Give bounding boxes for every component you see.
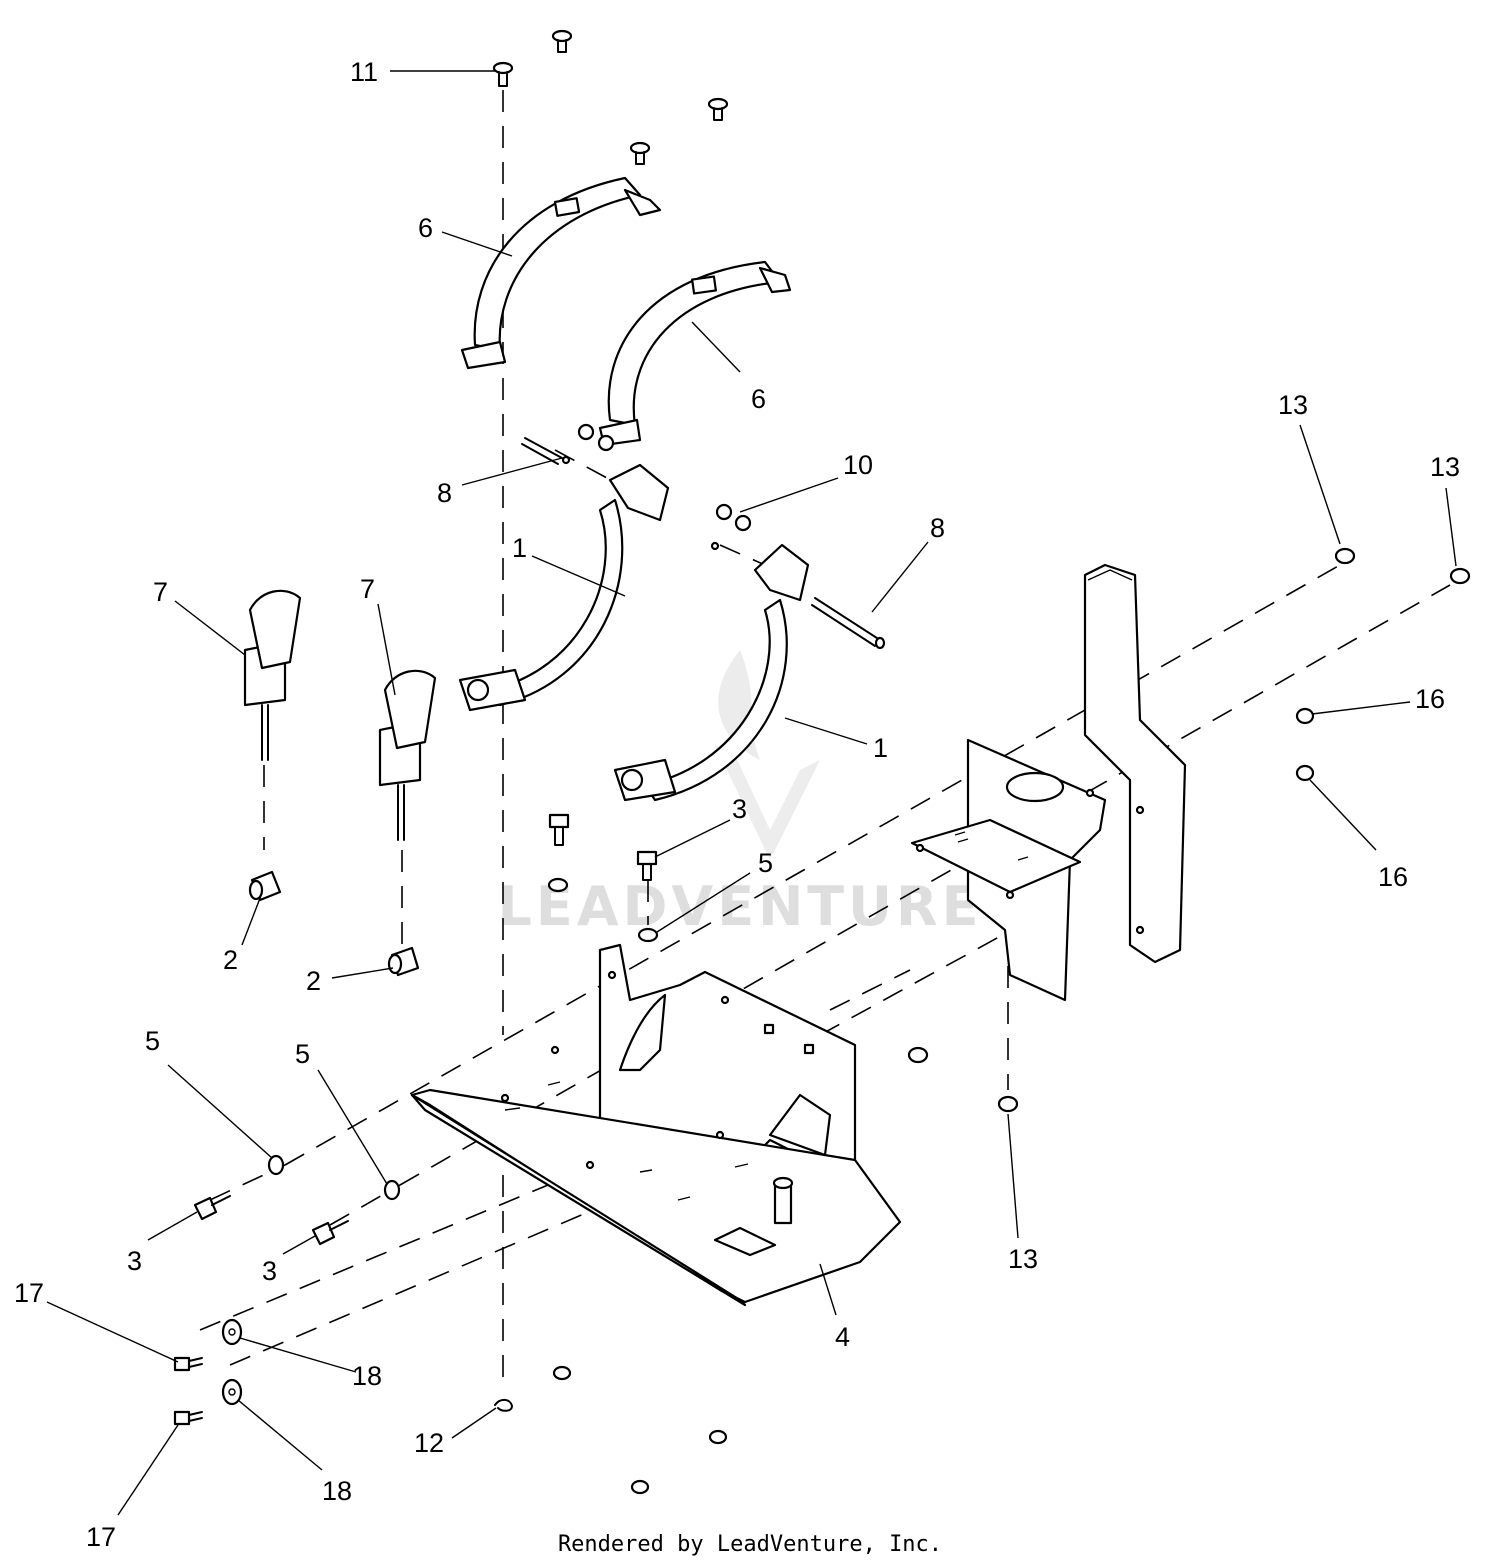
upper-strap-left xyxy=(460,176,662,370)
mounting-bracket xyxy=(910,738,1107,1002)
upper-strap-right xyxy=(598,260,792,447)
callout-8: 8 xyxy=(437,478,452,508)
callout-8: 8 xyxy=(930,513,945,543)
callouts: 11 6 6 8 10 8 1 1 7 7 13 13 13 16 16 3 3… xyxy=(14,57,1460,1552)
latch-stud xyxy=(387,946,420,977)
callout-6: 6 xyxy=(418,213,433,243)
carriage-bolts xyxy=(492,29,729,165)
latch-left xyxy=(243,589,302,761)
callout-13: 13 xyxy=(1278,390,1308,420)
carriage-bolt xyxy=(492,61,514,87)
flat-washers xyxy=(267,877,659,1201)
hex-bolts xyxy=(193,813,658,1246)
upright-tube xyxy=(1083,563,1187,964)
callout-16: 16 xyxy=(1378,862,1408,892)
retaining-rings xyxy=(577,423,752,532)
footer-credit: Rendered by LeadVenture, Inc. xyxy=(557,1532,943,1557)
callout-2: 2 xyxy=(306,966,321,996)
hairpin-clip xyxy=(494,1398,513,1412)
shoulder-bolt xyxy=(173,1410,203,1426)
callout-11: 11 xyxy=(350,57,378,87)
callout-7: 7 xyxy=(360,574,375,604)
large-washers xyxy=(221,1318,243,1406)
latch-right xyxy=(378,669,437,841)
base-tray xyxy=(410,943,902,1307)
callout-17: 17 xyxy=(86,1522,116,1552)
hex-bolt xyxy=(311,1220,349,1246)
hinge-pins xyxy=(521,437,886,650)
callout-12: 12 xyxy=(414,1428,444,1458)
shoulder-bolt xyxy=(173,1356,203,1372)
callout-18: 18 xyxy=(352,1361,382,1391)
callout-3: 3 xyxy=(262,1256,277,1286)
callout-17: 17 xyxy=(14,1278,44,1308)
hex-bolt xyxy=(548,813,570,846)
callout-7: 7 xyxy=(153,577,168,607)
callout-13: 13 xyxy=(1008,1244,1038,1274)
callout-5: 5 xyxy=(145,1026,160,1056)
callout-1: 1 xyxy=(512,533,527,563)
flange-nuts xyxy=(1295,707,1315,782)
carriage-bolt xyxy=(551,29,573,53)
callout-6: 6 xyxy=(751,384,766,414)
callout-13: 13 xyxy=(1430,452,1460,482)
latch-stud xyxy=(248,870,282,902)
callout-16: 16 xyxy=(1415,684,1445,714)
lower-strap-right xyxy=(613,543,810,802)
assembly-guide-lines xyxy=(199,90,1451,1385)
callout-2: 2 xyxy=(223,945,238,975)
shoulder-bolts xyxy=(173,1356,203,1426)
callout-18: 18 xyxy=(322,1476,352,1506)
hex-bolt xyxy=(193,1195,231,1221)
callout-3: 3 xyxy=(127,1246,142,1276)
callout-3: 3 xyxy=(732,794,747,824)
carriage-bolt xyxy=(629,141,651,165)
callout-4: 4 xyxy=(835,1322,850,1352)
hex-nuts xyxy=(552,547,1471,1495)
latch-studs xyxy=(248,870,420,977)
hex-bolt xyxy=(636,850,658,881)
callout-5: 5 xyxy=(295,1039,310,1069)
leader-lines xyxy=(46,70,1457,1516)
callout-10: 10 xyxy=(843,450,873,480)
callout-5: 5 xyxy=(758,848,773,878)
lower-strap-left xyxy=(458,463,670,712)
callout-1: 1 xyxy=(873,733,888,763)
carriage-bolt xyxy=(707,97,729,121)
